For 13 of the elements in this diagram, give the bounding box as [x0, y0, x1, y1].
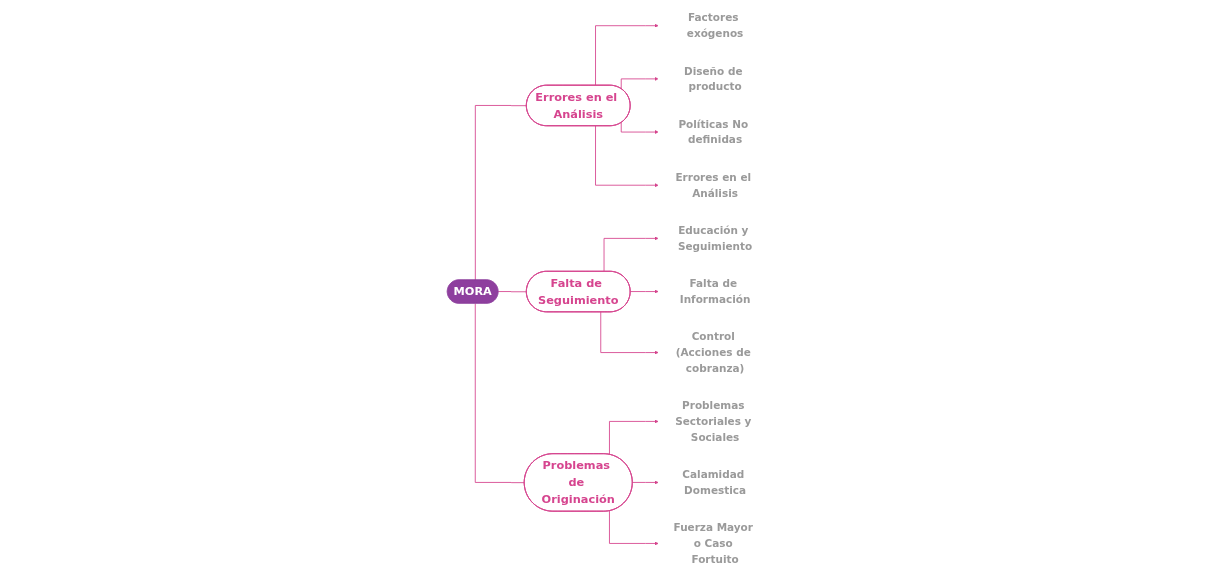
node-text: Políticas No definidas: [678, 118, 749, 146]
node-text: Control (Acciones de cobranza): [675, 330, 751, 375]
connector: [497, 291, 527, 293]
node-text: Errores en el Análisis: [675, 171, 752, 200]
node-text: Calamidad Domestica: [682, 468, 747, 497]
connector: [474, 303, 525, 484]
node-text: Educación y Seguimiento: [677, 224, 753, 253]
node-text: Diseño de producto: [684, 64, 743, 93]
node-text: Falta de Información: [679, 277, 751, 306]
connector: [474, 105, 527, 281]
node-text: Factores exógenos: [686, 11, 744, 40]
node-text: Fuerza Mayor o Caso Fortuito: [673, 521, 753, 566]
node-text: Problemas Sectoriales y Sociales: [675, 399, 752, 444]
